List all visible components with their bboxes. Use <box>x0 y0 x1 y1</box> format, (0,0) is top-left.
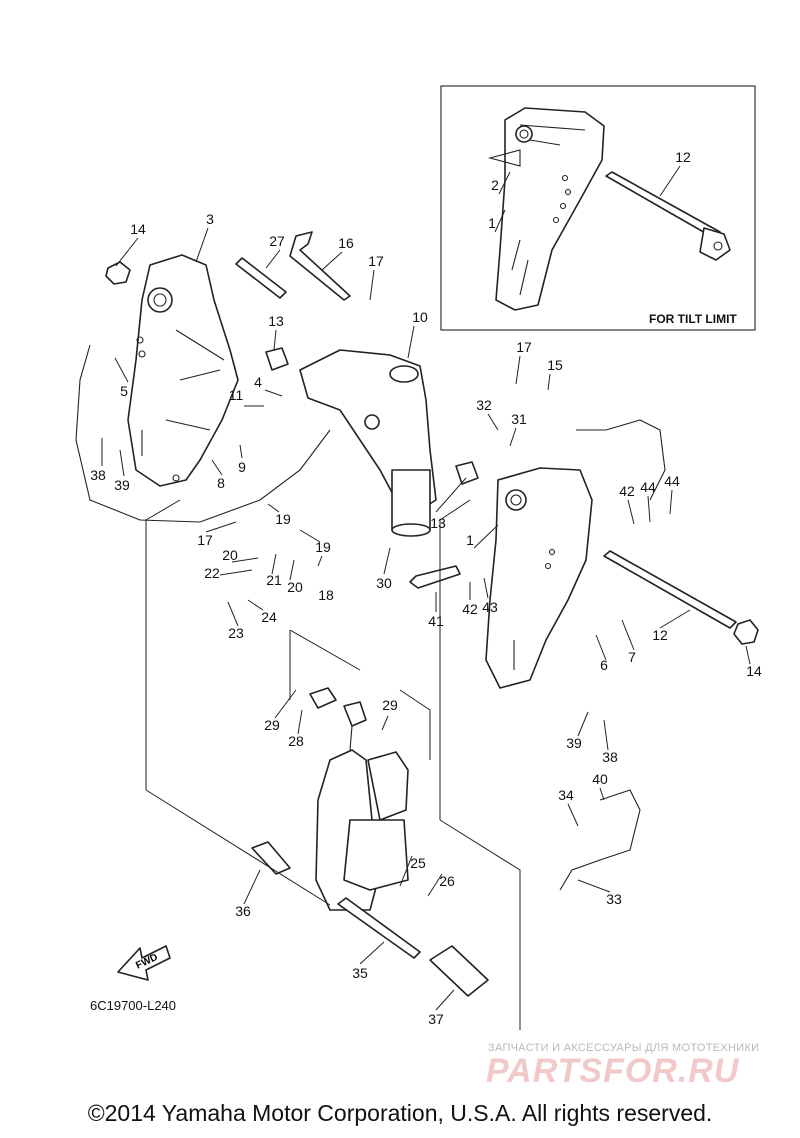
callout: 25 <box>410 855 426 871</box>
callout: 44 <box>640 479 656 495</box>
callout: 42 <box>619 483 635 499</box>
callout: 19 <box>315 539 331 555</box>
callout: 39 <box>114 477 130 493</box>
assembly-outline-right <box>439 499 521 1030</box>
pin-35 <box>337 897 421 959</box>
callout: 29 <box>382 697 398 713</box>
callout: 31 <box>511 411 527 427</box>
callout: 13 <box>268 313 284 329</box>
bolt-41 <box>409 565 461 589</box>
callout: 44 <box>664 473 680 489</box>
bushing-36 <box>251 841 291 875</box>
diagram-code: 6C19700-L240 <box>90 998 176 1013</box>
trim-sensor-lead <box>576 419 666 501</box>
callout: 34 <box>558 787 574 803</box>
inset-frame <box>440 85 756 331</box>
callout: 15 <box>547 357 563 373</box>
callout-leaders <box>101 165 751 1011</box>
callout: 17 <box>516 339 532 355</box>
watermark-brand-logo: PARTSFOR.RU <box>486 1052 740 1090</box>
callout-labels: 1 1 2 3 4 5 6 7 8 9 10 11 12 12 13 13 14… <box>90 149 762 1027</box>
callout: 3 <box>206 211 214 227</box>
callout: 43 <box>482 599 498 615</box>
tilt-hose <box>559 789 641 891</box>
callout: 26 <box>439 873 455 889</box>
callout: 29 <box>264 717 280 733</box>
callout: 1 <box>466 532 474 548</box>
callout: 19 <box>275 511 291 527</box>
callout: 14 <box>130 221 146 237</box>
callout: 35 <box>352 965 368 981</box>
callout: 14 <box>746 663 762 679</box>
collar-28 <box>309 687 337 709</box>
callout: 20 <box>222 547 238 563</box>
callout: 11 <box>229 387 244 403</box>
callout: 1 <box>488 215 496 231</box>
callout: 2 <box>491 177 499 193</box>
hex-nut-left <box>105 261 131 285</box>
callout: 38 <box>90 467 106 483</box>
callout: 39 <box>566 735 582 751</box>
callout: 17 <box>368 253 384 269</box>
hex-nut-right <box>733 619 759 645</box>
callout: 13 <box>430 515 446 531</box>
copyright-notice: ©2014 Yamaha Motor Corporation, U.S.A. A… <box>87 1100 713 1126</box>
tilt-shaft <box>603 550 737 629</box>
callout: 24 <box>261 609 277 625</box>
ground-lead <box>75 344 331 523</box>
power-trim-tilt-unit <box>315 701 409 911</box>
callout: 18 <box>318 587 334 603</box>
callout: 10 <box>412 309 428 325</box>
callout: 22 <box>204 565 220 581</box>
bushing-upper <box>265 347 289 371</box>
callout: 32 <box>476 397 492 413</box>
callout: 17 <box>197 532 213 548</box>
assembly-outline-left <box>145 499 331 906</box>
callout: 4 <box>254 374 262 390</box>
callout: 33 <box>606 891 622 907</box>
swivel-bracket <box>299 349 437 537</box>
watermark-tagline: ЗАПЧАСТИ И АКСЕССУАРЫ ДЛЯ МОТОТЕХНИКИ <box>488 1042 760 1054</box>
callout: 21 <box>266 572 282 588</box>
callout: 28 <box>288 733 304 749</box>
spring-37 <box>429 945 489 997</box>
callout: 37 <box>428 1011 444 1027</box>
tilt-pin <box>289 231 351 301</box>
left-clamp-bracket <box>127 254 239 487</box>
callout: 23 <box>228 625 244 641</box>
callout: 42 <box>462 601 478 617</box>
callout: 12 <box>652 627 668 643</box>
bushing-lower <box>455 461 479 485</box>
callout: 6 <box>600 657 608 673</box>
callout: 41 <box>428 613 444 629</box>
inset-clamp-bracket <box>487 107 605 311</box>
callout: 36 <box>235 903 251 919</box>
callout: 27 <box>269 233 285 249</box>
callout: 12 <box>675 149 691 165</box>
callout: 7 <box>628 649 636 665</box>
callout: 8 <box>217 475 225 491</box>
callout: 38 <box>602 749 618 765</box>
callout: 20 <box>287 579 303 595</box>
assembly-outline-center <box>289 629 431 760</box>
callout: 16 <box>338 235 354 251</box>
callout: 40 <box>592 771 608 787</box>
callout: 9 <box>238 459 246 475</box>
fwd-arrow-icon: FWD <box>117 945 171 981</box>
pivot-shaft <box>235 257 287 299</box>
inset-caption: FOR TILT LIMIT <box>649 312 737 326</box>
inset-tilt-limit-shaft <box>605 171 731 261</box>
callout: 5 <box>120 383 128 399</box>
callout: 30 <box>376 575 392 591</box>
right-clamp-bracket <box>485 467 593 689</box>
